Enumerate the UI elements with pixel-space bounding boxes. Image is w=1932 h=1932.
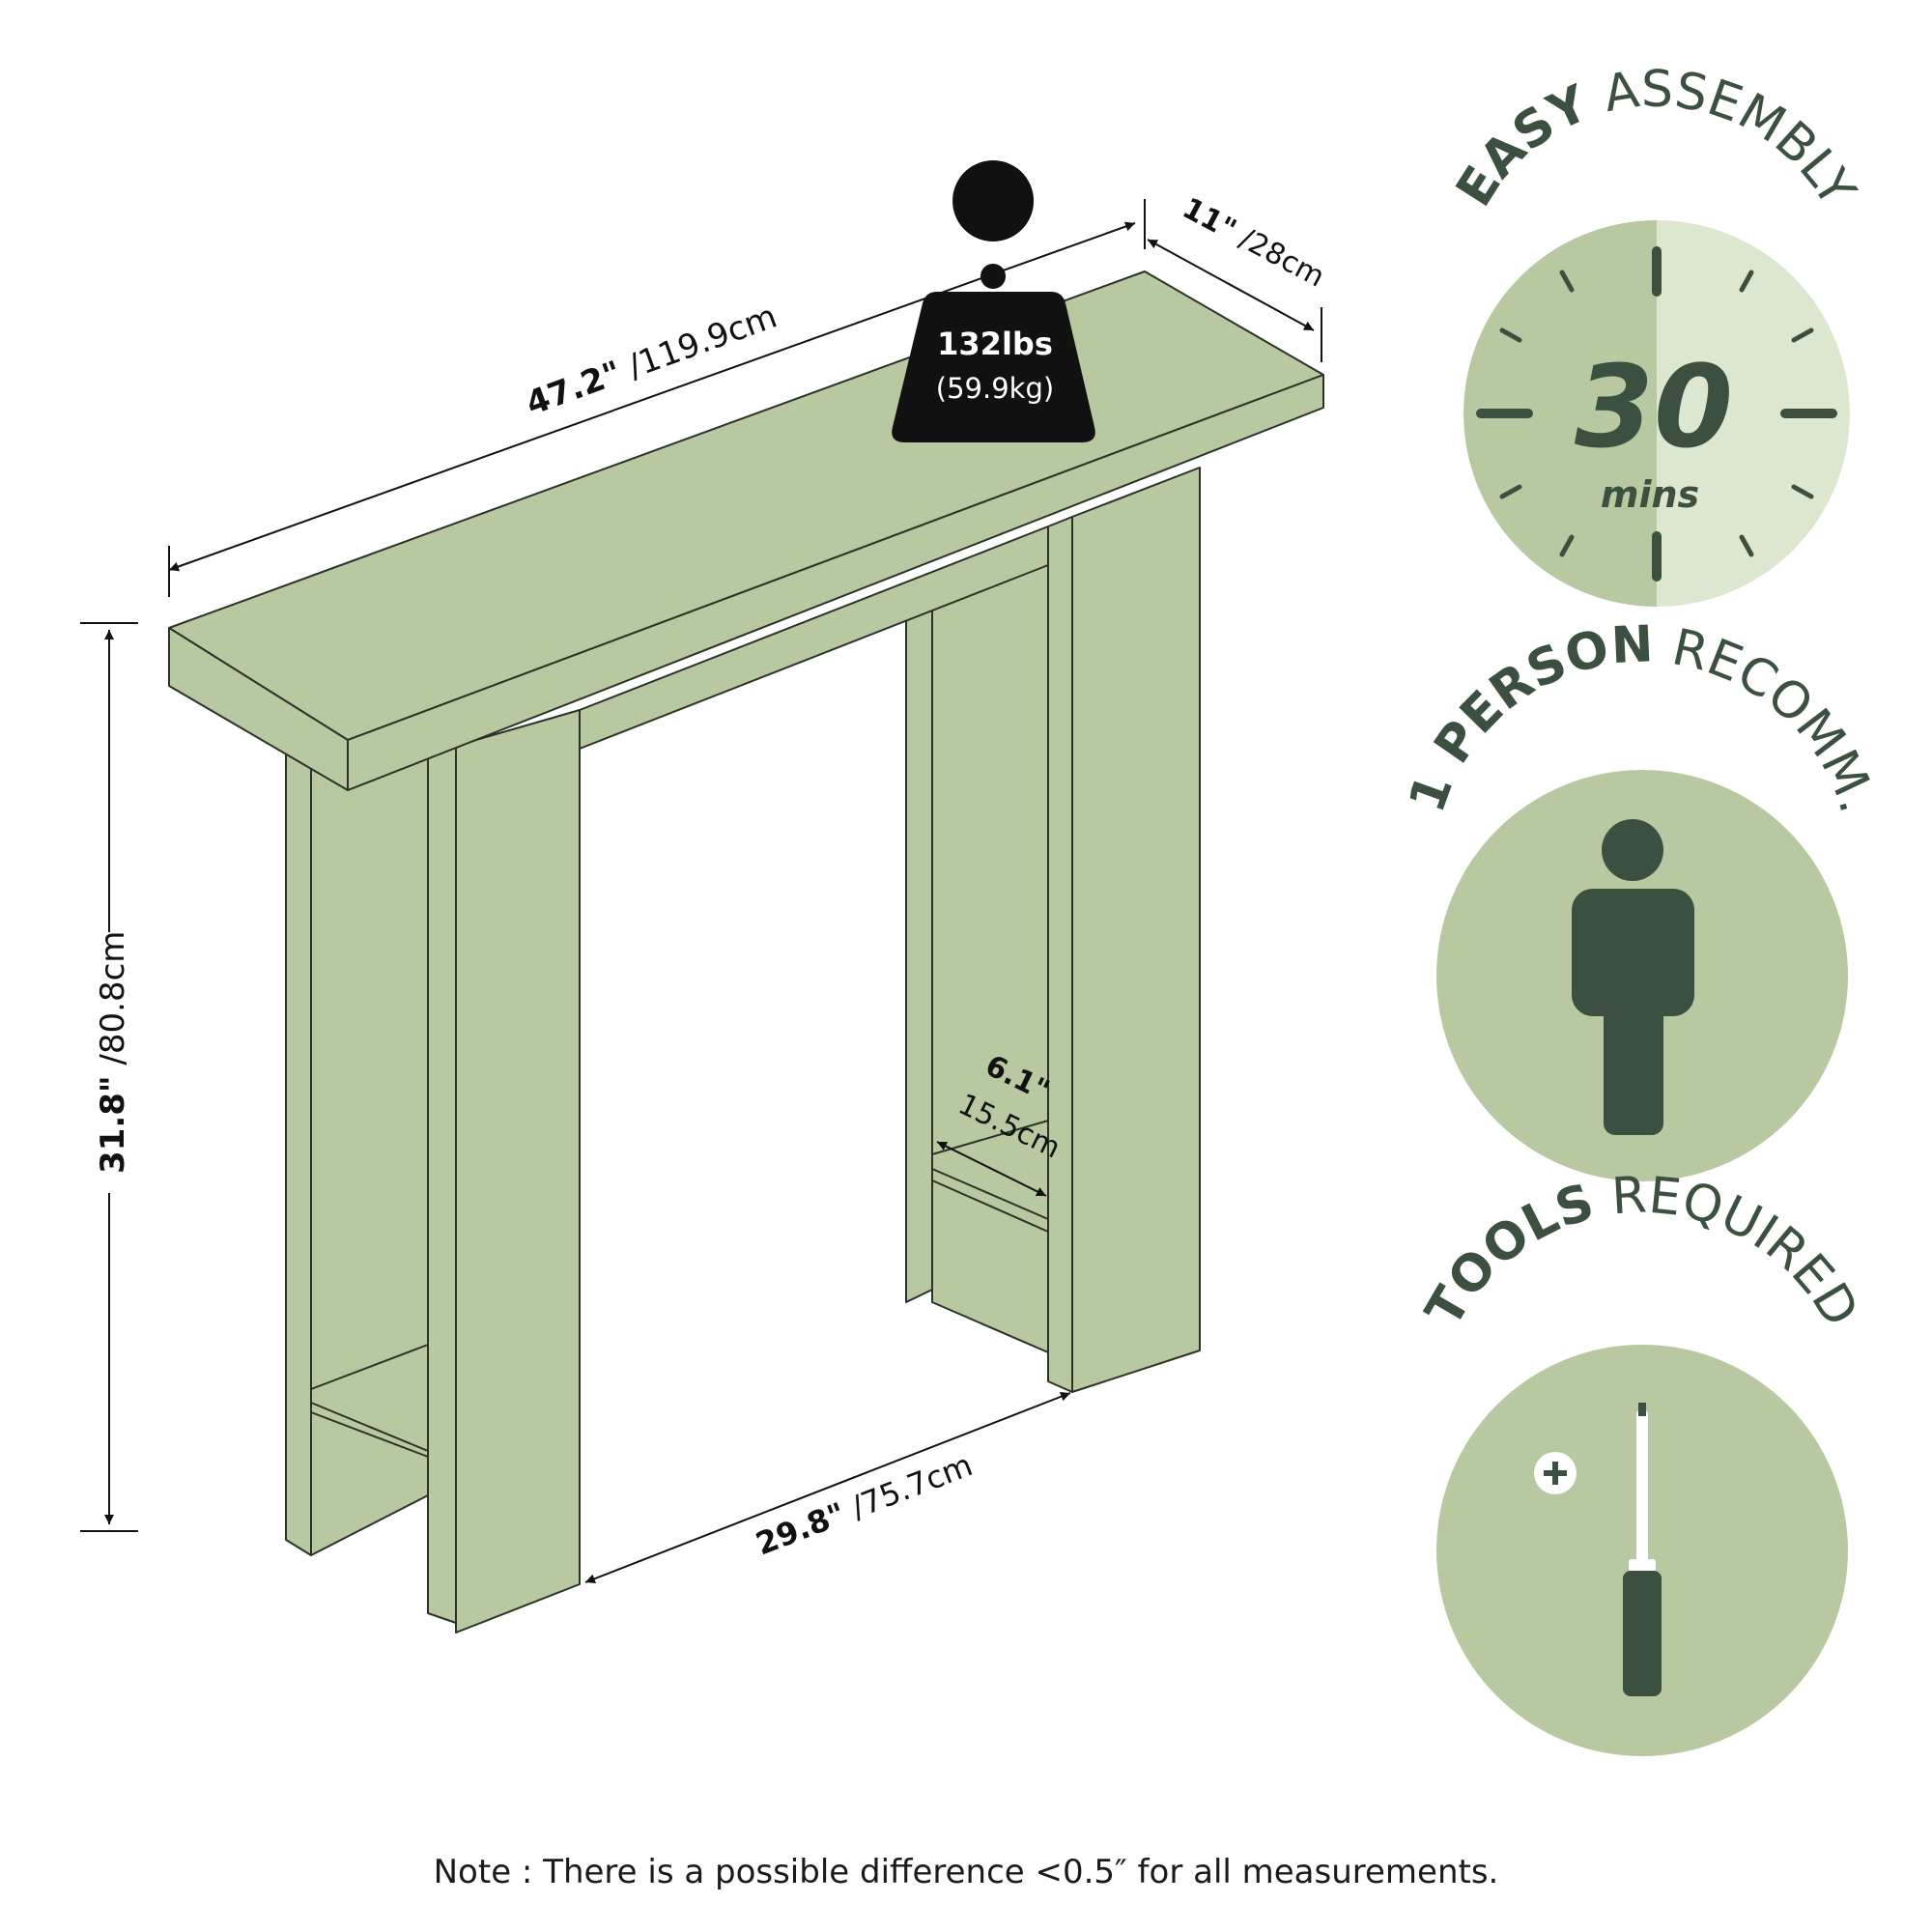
weight-icon [892,160,1095,442]
front-right-leg-face [1071,467,1201,1393]
assembly-heading: EASY ASSEMBLY [1445,61,1866,217]
assembly-unit: mins [1601,473,1699,516]
dimension-lines [80,199,1322,1584]
measurement-note: Note : There is a possible difference <0… [433,1853,1499,1891]
weight-imperial: 132lbs [937,326,1053,362]
assembly-badge: EASY ASSEMBLY 30 mins [1445,61,1866,607]
person-badge: 1 PERSON RECOMM. [1398,615,1887,1181]
left-leg-face [455,709,581,1634]
left-leg-edge [427,745,457,1624]
console-table [168,270,1324,1634]
back-right-leg-front [931,538,1049,1353]
tools-badge: TOOLS REQUIRED [1415,1166,1869,1756]
tools-heading: TOOLS REQUIRED [1415,1166,1869,1336]
weight-metric: (59.9kg) [936,372,1054,405]
clock-icon [1463,220,1850,607]
left-shelf [310,1344,429,1458]
tabletop-left-edge [168,627,349,791]
front-right-leg-inner [1047,516,1073,1393]
assembly-minutes: 30 [1575,340,1733,473]
left-leg-side [285,741,312,1556]
person-icon [1572,819,1694,1135]
screwdriver-icon [1623,1403,1662,1696]
plus-icon [1534,1452,1577,1494]
width-label: 47.2" /119.9cm [521,297,781,423]
height-label: 31.8" /80.8cm [94,931,132,1174]
back-right-leg-side [905,584,933,1303]
depth-label: 11" /28cm [1177,191,1330,294]
